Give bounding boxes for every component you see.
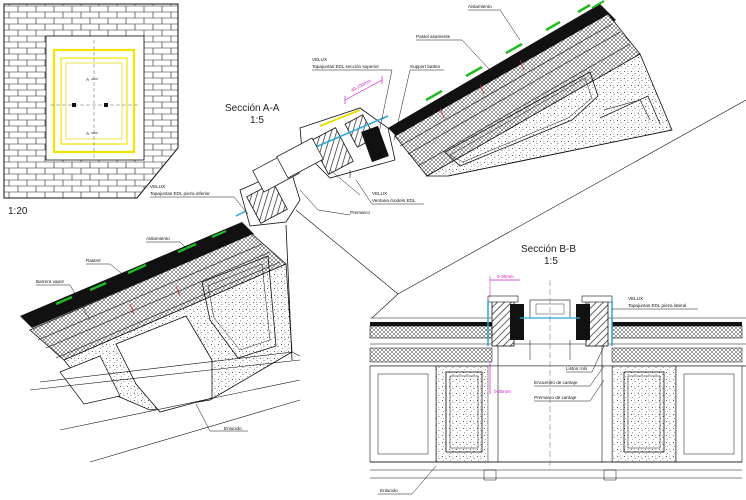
window-unit: 40-100mm — [235, 76, 396, 227]
aa-label-pastel: Pastel asamente — [416, 34, 451, 39]
aa-label-velux-lower: Tapajuntas EDL pieza inferior — [150, 191, 210, 196]
plan-scale: 1:20 — [8, 206, 28, 217]
aa-label-velux-window: Ventana modelo EDL — [372, 198, 416, 203]
lower-roof — [20, 222, 301, 463]
aa-label-aislamiento-lower: Aislamiento — [146, 236, 170, 241]
bb-label-encuentro: Encuentro de cantaje — [534, 380, 578, 385]
aa-label-aislamiento-upper: Aislamiento — [468, 4, 492, 9]
section-b-b: Sección B-B 1:5 — [369, 244, 746, 495]
lower-frame-block — [246, 182, 288, 224]
aa-label-enlucido: Enlucido — [224, 426, 242, 431]
section-aa-scale: 1:5 — [250, 115, 264, 126]
plan-marker-a-bottom: A — [86, 131, 90, 136]
aa-label-premarco: Premarco — [350, 210, 370, 215]
aa-label-velux-upper-brand: VELUX — [312, 57, 327, 62]
aa-label-velux-lower-brand: VELUX — [150, 184, 165, 189]
aa-label-barrera-vapor: Barrera vapor — [36, 279, 65, 284]
bb-roof-black-left — [370, 322, 492, 326]
bb-label-premarco: Premarco de cantaje — [534, 395, 577, 400]
bb-dimension-top: 0-30mm — [497, 274, 514, 279]
upper-roof — [388, 0, 673, 177]
bb-wall-left — [435, 365, 493, 463]
bb-wall-right — [611, 365, 677, 463]
plan-marker-a-top: A — [86, 77, 90, 82]
section-a-a: Sección A-A 1:5 — [20, 0, 746, 463]
aa-label-support-batten: Support batten — [410, 64, 441, 69]
section-bb-title: Sección B-B — [521, 244, 576, 255]
aa-dimension: 40-100mm — [350, 78, 372, 93]
aa-label-velux-window-brand: VELUX — [372, 191, 387, 196]
section-bb-scale: 1:5 — [544, 256, 558, 267]
bb-annotations: VELUX Tapajuntas EDL pieza lateral Listo… — [378, 296, 698, 495]
bb-roof-black-right — [612, 322, 742, 326]
bb-label-velux-brand: VELUX — [628, 296, 643, 301]
bb-dimension-side: 0-30mm — [494, 389, 511, 394]
aa-label-rastrel: Rastrel — [86, 258, 101, 263]
aa-dimension-line — [344, 79, 383, 101]
bb-label-liston: Liston rolo — [566, 366, 588, 371]
bb-label-enlucido: Enlucido — [380, 488, 398, 493]
bb-label-velux: Tapajuntas EDL pieza lateral — [628, 303, 686, 308]
section-aa-reference-line — [295, 209, 399, 295]
aa-annotations: Aislamiento Pastel asamente VELUX Tapaju… — [36, 4, 521, 432]
plan-view: A A 1:20 — [3, 3, 179, 217]
section-aa-title: Sección A-A — [225, 103, 280, 114]
aa-label-velux-upper: Tapajuntas EDL sección superior — [312, 64, 379, 69]
